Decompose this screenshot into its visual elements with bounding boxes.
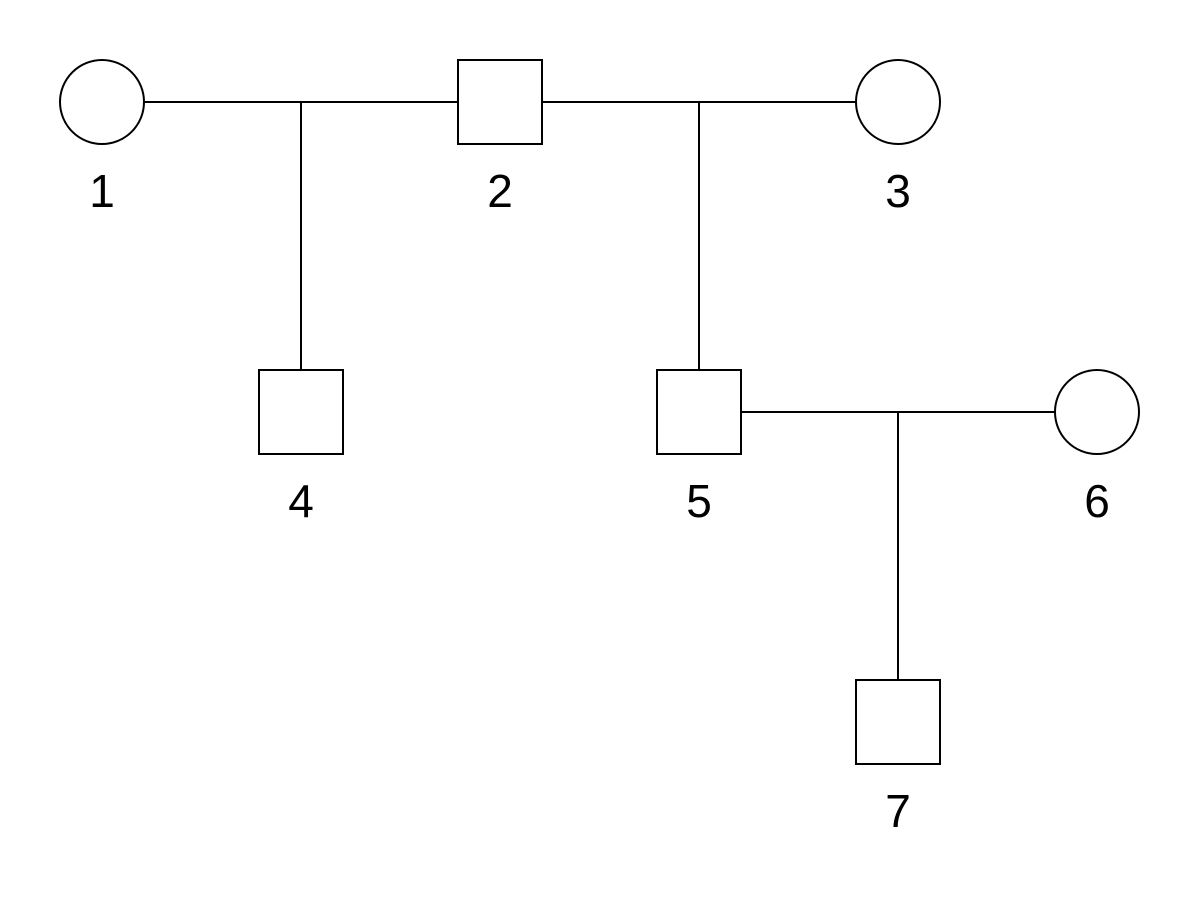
female-circle-icon bbox=[1054, 369, 1140, 455]
member-label: 7 bbox=[885, 785, 911, 837]
member-label: 1 bbox=[89, 165, 115, 217]
female-circle-icon bbox=[59, 59, 145, 145]
member-label: 2 bbox=[487, 165, 513, 217]
male-square-icon bbox=[656, 369, 742, 455]
relationship-lines bbox=[144, 101, 1055, 680]
member-label: 3 bbox=[885, 165, 911, 217]
male-square-icon bbox=[457, 59, 543, 145]
member-2: 2 bbox=[457, 59, 543, 217]
family-members: 1 2 3 4 5 6 7 bbox=[59, 59, 1140, 837]
member-4: 4 bbox=[258, 369, 344, 527]
member-5: 5 bbox=[656, 369, 742, 527]
member-7: 7 bbox=[855, 679, 941, 837]
member-3: 3 bbox=[855, 59, 941, 217]
member-label: 4 bbox=[288, 475, 314, 527]
member-label: 5 bbox=[686, 475, 712, 527]
member-6: 6 bbox=[1054, 369, 1140, 527]
male-square-icon bbox=[855, 679, 941, 765]
member-1: 1 bbox=[59, 59, 145, 217]
female-circle-icon bbox=[855, 59, 941, 145]
male-square-icon bbox=[258, 369, 344, 455]
member-label: 6 bbox=[1084, 475, 1110, 527]
